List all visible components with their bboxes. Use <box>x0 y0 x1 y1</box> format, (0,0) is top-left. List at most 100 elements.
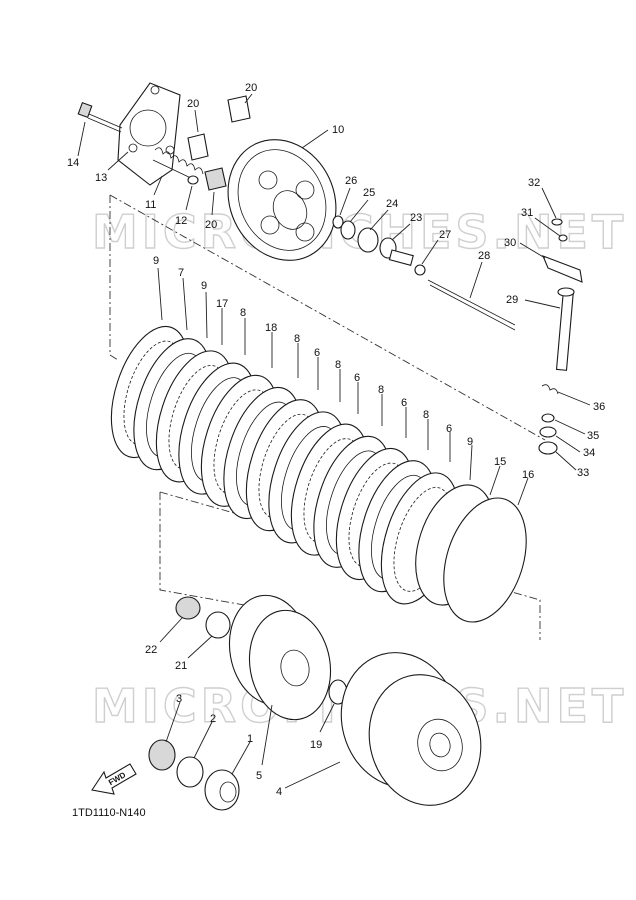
svg-text:36: 36 <box>593 401 605 413</box>
bearing-33 <box>538 441 558 455</box>
callout-8e: 8 <box>423 409 429 450</box>
callout-21: 21 <box>175 635 213 672</box>
pressure-plate <box>227 139 337 261</box>
svg-text:18: 18 <box>265 322 277 334</box>
drawing-code: 1TD1110-N140 <box>72 807 146 819</box>
callout-20b: 20 <box>187 98 199 133</box>
watermark-top: MICROFICHES.NET <box>92 205 627 259</box>
gear-1 <box>204 769 240 811</box>
callout-1: 1 <box>231 733 253 775</box>
svg-text:6: 6 <box>354 372 360 384</box>
svg-text:5: 5 <box>256 770 262 782</box>
callout-5: 5 <box>256 704 273 782</box>
svg-text:35: 35 <box>587 430 599 442</box>
callout-26: 26 <box>339 175 357 216</box>
svg-text:28: 28 <box>478 250 490 262</box>
return-spring <box>541 384 559 395</box>
svg-text:8: 8 <box>423 409 429 421</box>
callout-22: 22 <box>145 617 183 656</box>
callout-3: 3 <box>165 693 182 743</box>
callout-17: 17 <box>216 298 228 345</box>
callout-18: 18 <box>265 322 277 368</box>
callout-8a: 8 <box>240 307 246 355</box>
callout-12: 12 <box>175 185 193 227</box>
svg-text:31: 31 <box>521 207 533 219</box>
svg-text:6: 6 <box>314 347 320 359</box>
callout-labels: 20 20 20 10 14 13 11 12 26 25 24 23 27 2… <box>67 82 605 798</box>
bolt <box>77 101 123 133</box>
svg-text:14: 14 <box>67 157 79 169</box>
callout-10: 10 <box>301 124 344 149</box>
callout-8d: 8 <box>378 384 384 426</box>
forward-direction-arrow: FWD <box>91 763 137 795</box>
svg-text:20: 20 <box>205 219 217 231</box>
svg-text:9: 9 <box>153 255 159 267</box>
steel-ball <box>414 264 426 276</box>
callout-24: 24 <box>369 198 398 231</box>
svg-text:1: 1 <box>247 733 253 745</box>
washer-35 <box>541 413 555 423</box>
assembly-frame-top <box>109 195 119 361</box>
svg-text:9: 9 <box>467 436 473 448</box>
seal-34 <box>539 426 557 438</box>
callout-33: 33 <box>555 451 589 479</box>
washer-2 <box>176 756 204 788</box>
callout-11: 11 <box>145 175 163 211</box>
clutch-boss <box>228 594 332 721</box>
svg-text:27: 27 <box>439 229 451 241</box>
callout-27: 27 <box>421 229 451 265</box>
lock-washer-21 <box>205 611 231 639</box>
callout-19: 19 <box>310 703 335 751</box>
svg-text:32: 32 <box>528 177 540 189</box>
svg-text:29: 29 <box>506 294 518 306</box>
svg-text:20: 20 <box>245 82 257 94</box>
callout-6a: 6 <box>314 347 320 390</box>
svg-text:30: 30 <box>504 237 516 249</box>
callout-20c: 20 <box>205 191 217 231</box>
callout-30: 30 <box>504 237 546 259</box>
callout-7: 7 <box>178 267 188 331</box>
svg-text:34: 34 <box>583 447 595 459</box>
svg-text:23: 23 <box>410 212 422 224</box>
callout-9a: 9 <box>153 255 163 321</box>
damper-block-1 <box>187 133 209 161</box>
bearing-24 <box>357 227 379 253</box>
nut-22 <box>175 596 201 620</box>
callout-25: 25 <box>349 187 375 223</box>
callout-29: 29 <box>506 294 561 309</box>
bolt-32 <box>551 218 563 226</box>
callout-14: 14 <box>67 121 86 169</box>
svg-text:19: 19 <box>310 739 322 751</box>
callout-34: 34 <box>555 435 595 459</box>
svg-text:8: 8 <box>378 384 384 396</box>
svg-text:16: 16 <box>522 469 534 481</box>
svg-text:3: 3 <box>176 693 182 705</box>
svg-text:6: 6 <box>446 423 452 435</box>
svg-text:8: 8 <box>294 333 300 345</box>
callout-8c: 8 <box>335 359 341 402</box>
svg-text:25: 25 <box>363 187 375 199</box>
callout-4: 4 <box>276 761 341 798</box>
svg-text:33: 33 <box>577 467 589 479</box>
push-rod-long <box>427 279 516 331</box>
washer-26 <box>332 215 344 229</box>
circlip-25 <box>340 220 356 240</box>
svg-text:7: 7 <box>178 267 184 279</box>
svg-text:8: 8 <box>335 359 341 371</box>
callout-35: 35 <box>554 419 599 442</box>
callout-28: 28 <box>469 250 490 299</box>
callout-32: 32 <box>528 177 557 219</box>
callout-31: 31 <box>521 207 561 237</box>
cushion-ring <box>443 497 527 623</box>
push-lever-shaft <box>555 287 575 371</box>
svg-text:12: 12 <box>175 215 187 227</box>
callout-6b: 6 <box>354 372 360 414</box>
pressure-plate-bracket <box>117 82 181 186</box>
svg-text:4: 4 <box>276 786 282 798</box>
callout-9b: 9 <box>201 280 208 339</box>
svg-text:11: 11 <box>145 199 156 211</box>
callout-6d: 6 <box>446 423 452 462</box>
svg-text:2: 2 <box>210 713 216 725</box>
svg-text:9: 9 <box>201 280 207 292</box>
